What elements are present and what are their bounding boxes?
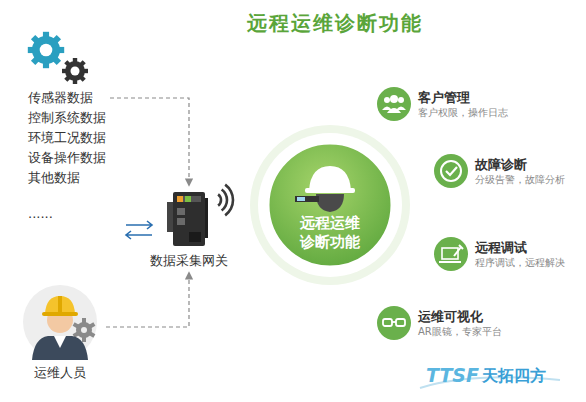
function-text: 故障诊断分级告警，故障分析: [475, 156, 565, 187]
gear-icon: [62, 58, 88, 84]
halo-ring: [258, 133, 402, 277]
function-item: 客户管理客户权限，操作日志: [376, 86, 508, 122]
diagram-title: 远程运维诊断功能: [200, 10, 470, 37]
operator-illustration: [18, 282, 102, 362]
gear-icon: [28, 32, 64, 68]
halo-ring: [250, 125, 410, 285]
function-item: 远程调试程序调试，远程解决: [433, 236, 565, 272]
data-source-text: ......: [28, 204, 106, 224]
center-label: 远程运维 诊断功能: [298, 214, 362, 252]
gateway-device: 数据采集网关: [150, 188, 228, 270]
node-label: 运维人员: [18, 364, 102, 382]
wireless-signal: [217, 184, 234, 217]
function-icon: [433, 236, 469, 272]
gateway-device-icon: [159, 188, 219, 250]
function-heading: 故障诊断: [475, 156, 565, 173]
function-detail: AR眼镜，专家平台: [418, 325, 502, 339]
center-circle: 远程运维 诊断功能: [265, 140, 395, 270]
function-text: 远程调试程序调试，远程解决: [475, 239, 565, 270]
function-heading: 客户管理: [418, 89, 508, 106]
function-icon: [433, 153, 469, 189]
function-heading: 远程调试: [475, 239, 565, 256]
function-heading: 运维可视化: [418, 308, 502, 325]
function-text: 运维可视化AR眼镜，专家平台: [418, 308, 502, 339]
data-source-list: 传感器数据控制系统数据环境工况数据设备操作数据其他数据......: [28, 88, 106, 224]
dashed-connector: [106, 272, 189, 327]
function-detail: 客户权限，操作日志: [418, 106, 508, 120]
data-source-text: 其他数据: [28, 168, 106, 188]
function-item: 故障诊断分级告警，故障分析: [433, 153, 565, 189]
data-source-text: 环境工况数据: [28, 128, 106, 148]
function-detail: 程序调试，远程解决: [475, 256, 565, 270]
exchange-arrows: [126, 221, 152, 239]
data-source-text: 控制系统数据: [28, 108, 106, 128]
function-text: 客户管理客户权限，操作日志: [418, 89, 508, 120]
watermark-text: 天拓四方: [482, 366, 546, 387]
operator-figure: 运维人员: [18, 282, 102, 382]
data-source-text: 传感器数据: [28, 88, 106, 108]
data-source-text: 设备操作数据: [28, 148, 106, 168]
node-label: 数据采集网关: [150, 252, 228, 270]
function-icon: [376, 305, 412, 341]
function-icon: [376, 86, 412, 122]
watermark-text: TTSF: [426, 364, 479, 386]
dashed-connector: [110, 98, 189, 186]
function-detail: 分级告警，故障分析: [475, 173, 565, 187]
function-item: 运维可视化AR眼镜，专家平台: [376, 305, 502, 341]
